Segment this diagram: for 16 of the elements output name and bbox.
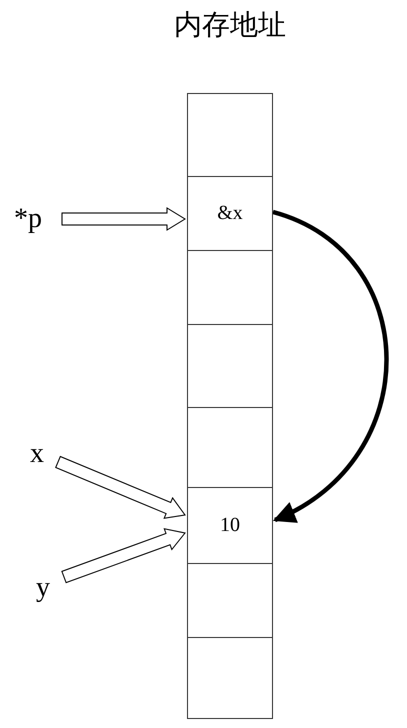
variable-label: *p bbox=[14, 203, 60, 235]
block-arrow bbox=[55, 456, 186, 519]
memory-cell: &x bbox=[187, 176, 273, 251]
memory-cell bbox=[187, 324, 273, 408]
memory-cell bbox=[187, 563, 273, 638]
memory-cell: 10 bbox=[187, 487, 273, 564]
variable-label: y bbox=[36, 572, 62, 604]
curved-arrow bbox=[272, 210, 389, 522]
memory-cell bbox=[187, 93, 273, 177]
memory-cell bbox=[187, 250, 273, 325]
block-arrow bbox=[62, 207, 186, 231]
memory-cell bbox=[187, 637, 273, 719]
title: 内存地址 bbox=[173, 9, 287, 43]
block-arrow bbox=[61, 528, 186, 584]
memory-cell bbox=[187, 407, 273, 488]
variable-label: x bbox=[30, 438, 56, 470]
